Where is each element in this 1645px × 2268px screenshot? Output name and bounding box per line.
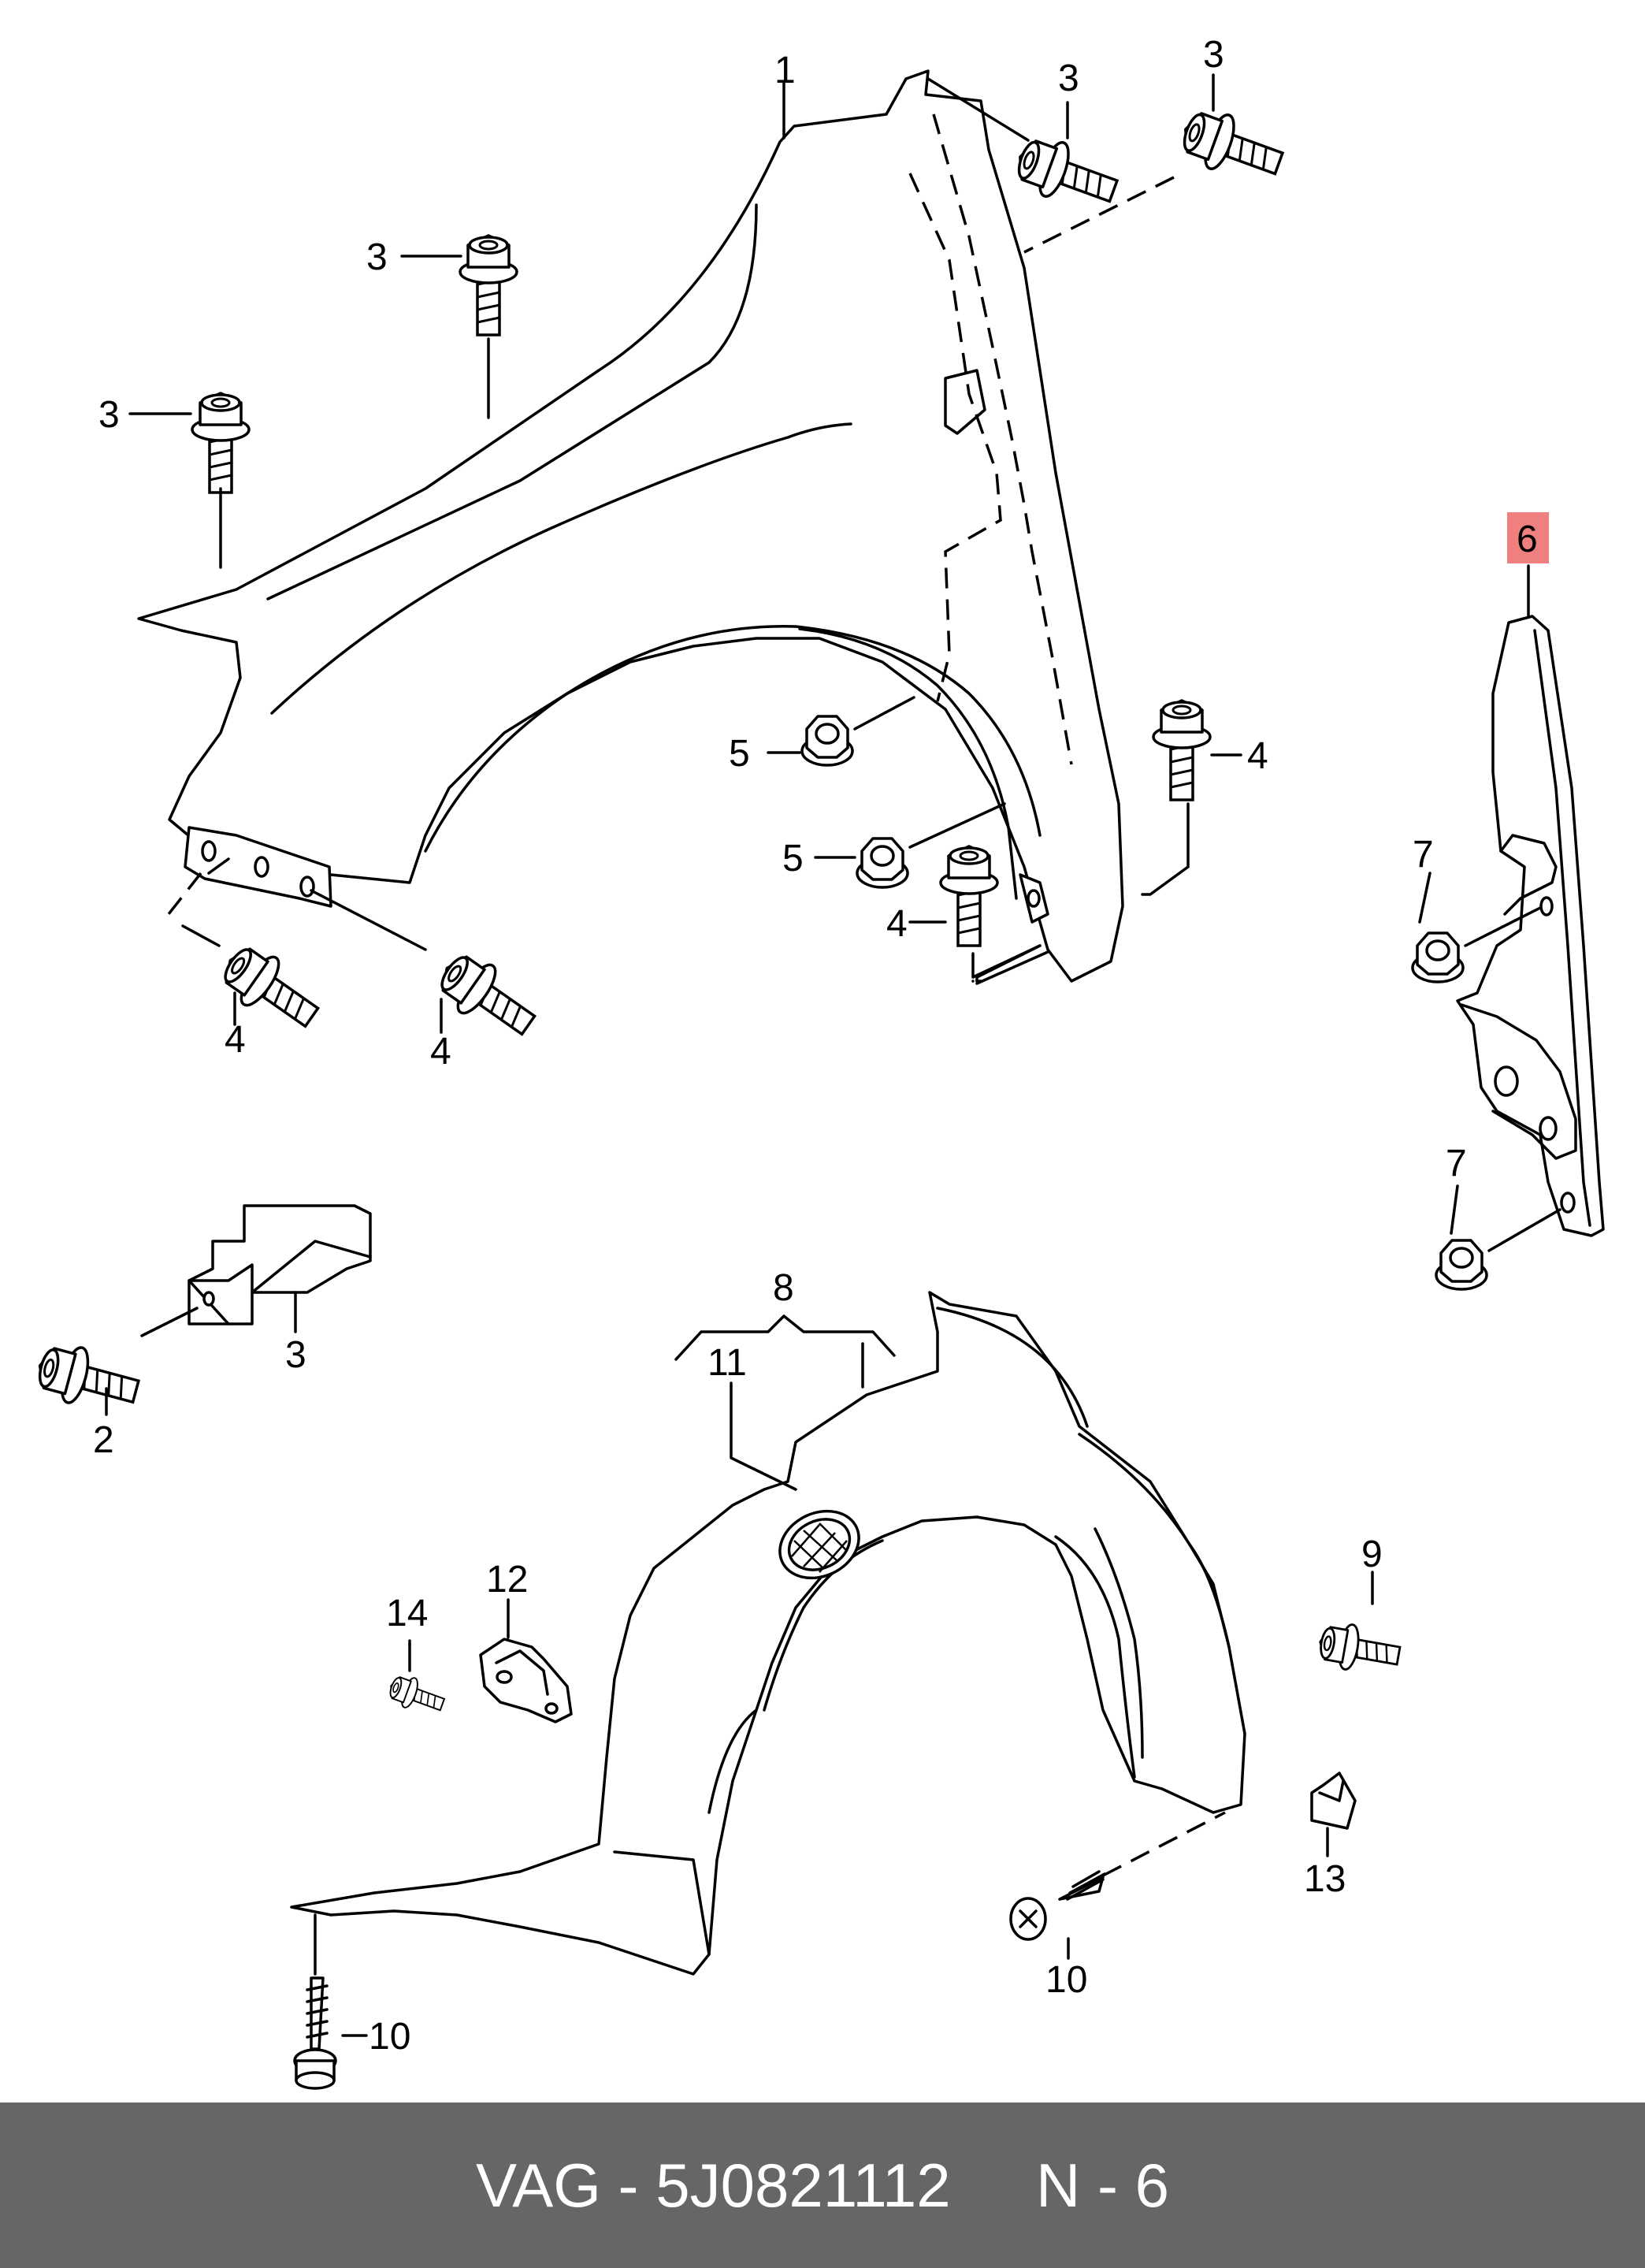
grille (778, 1509, 860, 1580)
callout-3-e: 2 (93, 1419, 114, 1461)
callout-4-c: 4 (225, 1019, 246, 1061)
callout-9: 9 (1361, 1534, 1383, 1575)
callout-4-b: 4 (886, 903, 908, 945)
screw-10-right (1009, 1870, 1106, 1941)
callout-4-a: 4 (1247, 735, 1268, 777)
callout-5-b: 5 (782, 838, 804, 879)
callout-8: 8 (773, 1267, 794, 1309)
callout-3-d: 3 (98, 394, 120, 436)
callout-7-a: 7 (1413, 834, 1434, 876)
bracket (188, 1204, 372, 1325)
callout-10-a: 10 (1045, 1959, 1087, 2001)
bracket-12 (479, 1638, 573, 1723)
screw-10-left (293, 1976, 337, 2090)
callout-6-highlight (1507, 512, 1549, 563)
callout-13: 13 (1304, 1858, 1346, 1900)
part-number-caption: VAG - 5J0821112 N - 6 (475, 2150, 1170, 2220)
callout-14: 14 (386, 1593, 428, 1634)
callout-1: 1 (774, 50, 796, 91)
parts-diagram: 1 3 3 3 3 5 5 4 4 4 4 (31, 34, 1605, 2090)
callout-3-c: 3 (366, 236, 388, 278)
mud-flap (1456, 615, 1605, 1237)
callout-5-a: 5 (729, 733, 750, 775)
callout-7-b: 7 (1446, 1143, 1467, 1184)
callout-3-a: 3 (1058, 58, 1079, 99)
clip-13 (1310, 1772, 1357, 1830)
callout-3-b: 3 (1203, 34, 1224, 76)
callout-10-b: 10 (369, 2016, 410, 2058)
fender (137, 69, 1124, 983)
callout-12: 12 (486, 1559, 528, 1601)
callout-2: 3 (285, 1334, 306, 1376)
callout-11: 11 (707, 1342, 747, 1384)
callout-4-d: 4 (430, 1031, 451, 1073)
footer-bar: VAG - 5J0821112 N - 6 (0, 2103, 1645, 2268)
callout-6: 6 (1517, 519, 1538, 560)
wheel-housing-liner (290, 1291, 1246, 1976)
